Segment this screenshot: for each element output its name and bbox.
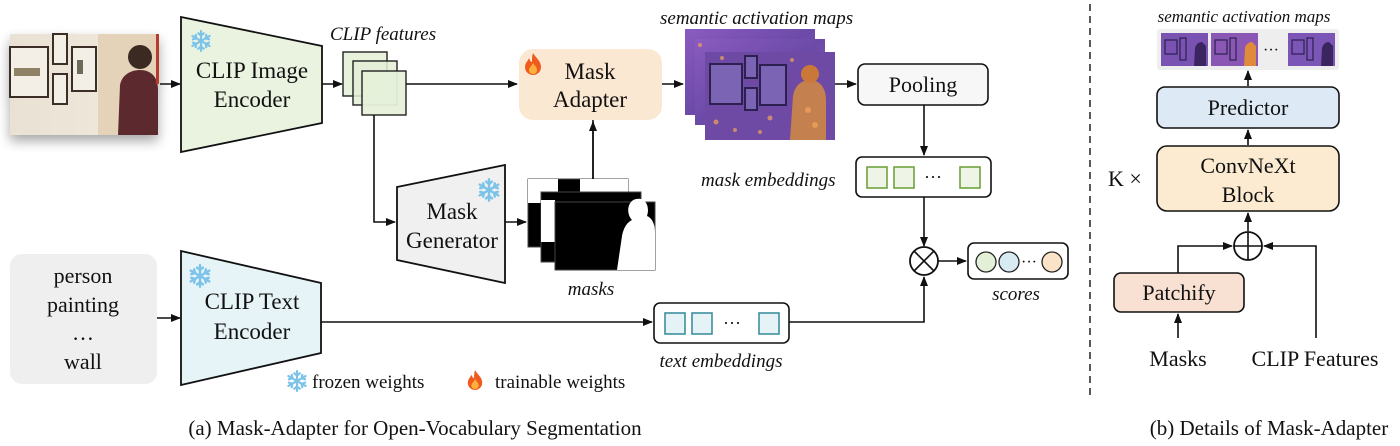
predictor-block: Predictor (1156, 86, 1340, 129)
class-name-ellipsis: … (72, 320, 94, 345)
scores-ellipsis: ··· (1021, 254, 1037, 271)
legend: frozen weights trainable weights (287, 370, 625, 393)
clip-image-encoder-line1: CLIP Image (196, 58, 308, 83)
scores-label: scores (992, 284, 1040, 305)
multiply-operator (909, 246, 939, 276)
mask-embeddings: mask embeddings ··· (701, 156, 992, 198)
caption-b: (b) Details of Mask-Adapter (1150, 416, 1389, 440)
mask-embeddings-ellipsis: ··· (924, 167, 942, 187)
class-name: painting (47, 292, 119, 317)
pooling-label: Pooling (889, 72, 957, 97)
arrow-clipfeatures-to-add (1263, 242, 1317, 338)
arrow-text-embeddings-to-multiply (789, 276, 928, 323)
b-heatmap-thumbnail (1288, 33, 1335, 66)
clip-image-encoder: CLIP Image Encoder (180, 15, 323, 154)
legend-trainable-label: trainable weights (495, 372, 625, 393)
mask-adapter: Mask Adapter (519, 49, 662, 120)
b-semantic-maps-label: semantic activation maps (1158, 7, 1331, 26)
semantic-activation-maps: semantic activation maps (660, 8, 853, 140)
clip-image-encoder-line2: Encoder (214, 87, 291, 112)
b-masks-input-label: Masks (1149, 346, 1206, 371)
text-prompt-box: person painting … wall (10, 254, 157, 384)
patchify-block: Patchify (1113, 272, 1245, 313)
clip-text-encoder: CLIP Text Encoder (180, 249, 322, 387)
b-heatmap-thumbnail (1161, 33, 1208, 66)
clip-text-encoder-line1: CLIP Text (205, 289, 300, 314)
mask-adapter-line1: Mask (564, 59, 616, 84)
masks-stack: masks (527, 120, 656, 300)
convnext-line2: Block (1222, 182, 1275, 207)
caption-a: (a) Mask-Adapter for Open-Vocabulary Seg… (188, 416, 642, 440)
b-heatmap-thumbnail (1211, 33, 1258, 66)
mask-generator-line1: Mask (426, 199, 478, 224)
fire-icon (467, 370, 483, 390)
mask-generator-line2: Generator (406, 228, 498, 253)
text-embeddings: ··· text embeddings (653, 302, 790, 372)
clip-features-stack: CLIP features (330, 24, 436, 116)
clip-text-encoder-line2: Encoder (214, 319, 291, 344)
score-dot (975, 251, 997, 273)
text-embeddings-ellipsis: ··· (723, 313, 741, 333)
convnext-block: ConvNeXt Block (1156, 145, 1340, 212)
scores: ··· scores (967, 242, 1069, 305)
mask-embeddings-label: mask embeddings (701, 170, 836, 191)
masks-label: masks (568, 279, 614, 300)
predictor-label: Predictor (1208, 95, 1289, 120)
repeat-k-label: K × (1108, 166, 1142, 191)
legend-frozen-label: frozen weights (312, 372, 424, 393)
score-dot (998, 251, 1020, 273)
input-image (9, 33, 159, 135)
arrow-features-to-generator (373, 115, 396, 226)
mask-adapter-line2: Adapter (553, 87, 627, 112)
semantic-maps-label: semantic activation maps (660, 8, 853, 29)
mask-generator: Mask Generator (396, 163, 506, 285)
patchify-label: Patchify (1142, 280, 1215, 305)
class-name: person (54, 263, 113, 288)
snowflake-icon (287, 370, 307, 392)
arrow-patchify-to-add (1177, 242, 1233, 273)
b-maps-ellipsis: ··· (1263, 42, 1279, 59)
score-dot (1041, 251, 1063, 273)
text-embeddings-label: text embeddings (660, 351, 783, 372)
b-clip-features-input-label: CLIP Features (1252, 346, 1379, 371)
add-operator (1233, 231, 1263, 261)
convnext-line1: ConvNeXt (1200, 153, 1295, 178)
class-name: wall (64, 349, 102, 374)
clip-features-label: CLIP features (330, 24, 436, 45)
b-semantic-maps: ··· (1157, 29, 1339, 70)
pooling-block: Pooling (857, 63, 989, 106)
